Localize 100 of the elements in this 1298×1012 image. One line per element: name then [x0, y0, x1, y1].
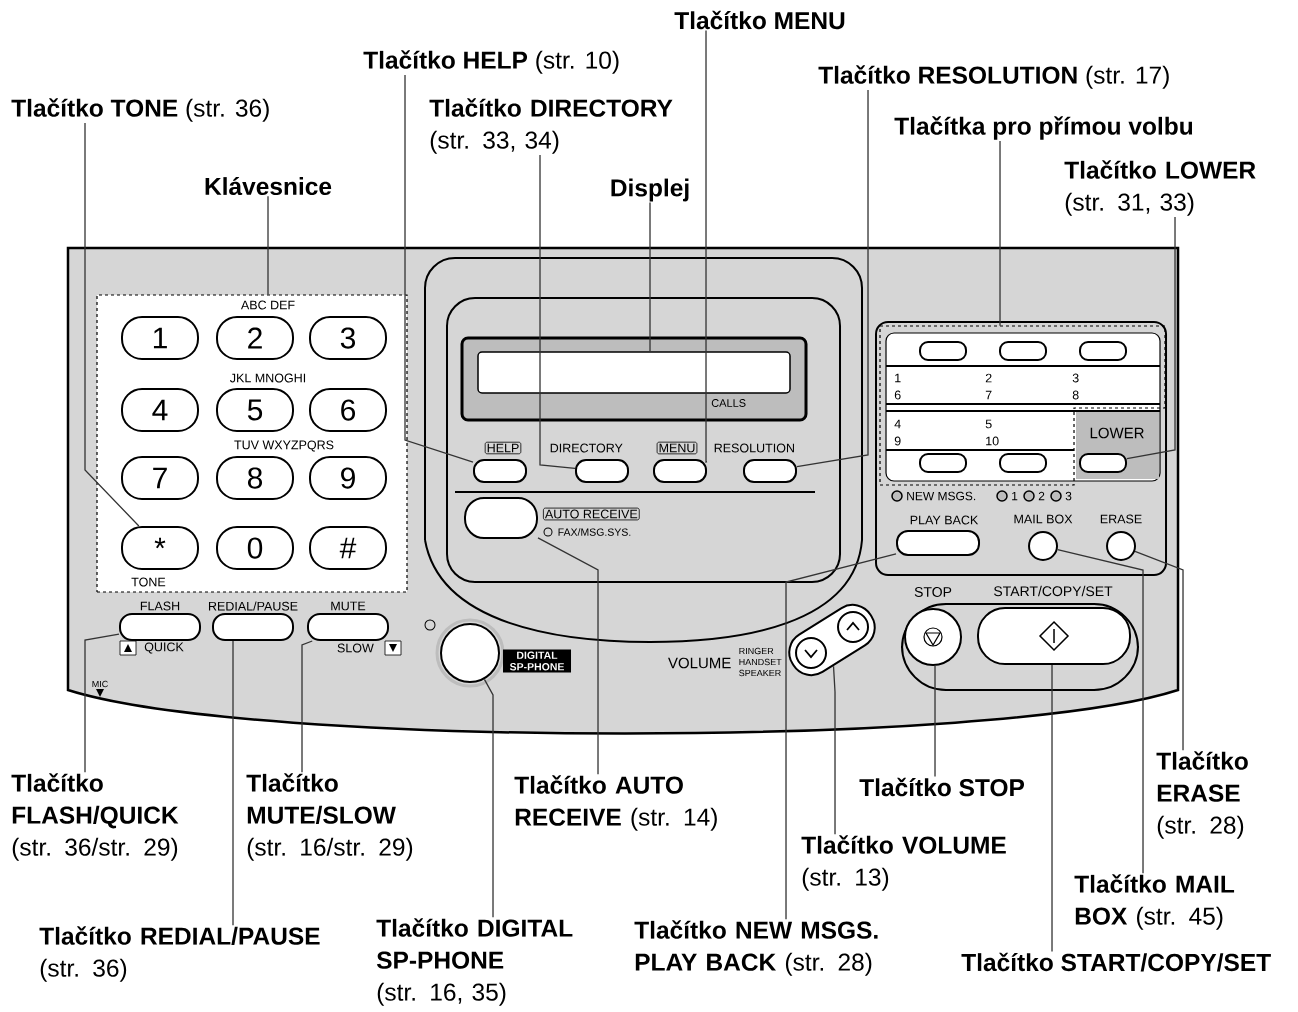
node-label: START/COPY/SET	[994, 585, 1113, 597]
node-label: VOLUME	[668, 657, 731, 669]
leader-line	[796, 89, 869, 468]
lower-button: LOWER	[1079, 427, 1144, 473]
node-label: FAX/MSG.SYS.	[558, 528, 631, 536]
keypad-key: *	[121, 526, 199, 570]
dial-button	[919, 341, 967, 361]
node-label: PLAY BACK	[910, 515, 979, 525]
leader-line	[999, 140, 1001, 327]
mute-button: MUTE	[307, 601, 389, 641]
keypad-key: 9	[309, 456, 387, 500]
one-touch-dial-area	[879, 325, 1166, 486]
node-label: MENU	[659, 443, 695, 453]
keypad-key: 6	[309, 388, 387, 432]
callout-text: Tlačítko REDIAL/PAUSE (str. 36)	[39, 926, 320, 982]
leader-line	[1126, 216, 1176, 460]
leader-line	[301, 640, 313, 773]
callout-text: Tlačítko START/COPY/SET	[961, 952, 1271, 972]
keypad-key: 4	[121, 388, 199, 432]
erase-button: ERASE	[1100, 514, 1142, 561]
auto-receive-button: AUTO RECEIVE FAX/MSG.SYS.	[464, 497, 640, 539]
panel-label: 3	[1065, 491, 1072, 501]
resolution-button: RESOLUTION	[714, 443, 797, 483]
callout-text: Displej	[611, 178, 689, 202]
callout-text: Tlačítko LOWER (str. 31, 33)	[1064, 160, 1256, 216]
directory-button: DIRECTORY	[550, 443, 629, 483]
node-label: REDIAL/PAUSE	[208, 601, 298, 611]
callout-text: Tlačítko DIRECTORY (str. 33, 34)	[429, 98, 673, 154]
callout-text: Tlačítko STOP	[859, 777, 1025, 797]
leader-line	[537, 537, 599, 775]
callout-text: Tlačítko HELP (str. 10)	[363, 50, 619, 74]
leader-line	[649, 201, 651, 352]
leader-line	[232, 640, 234, 926]
panel-label: 8	[1072, 390, 1079, 400]
node-label: ERASE	[1100, 514, 1142, 524]
leader-line	[705, 29, 708, 463]
keypad-key: 1	[121, 316, 199, 360]
leader-line	[84, 633, 120, 773]
node-label: RINGER	[739, 647, 774, 655]
dial-button	[919, 453, 967, 473]
panel-label: 7	[985, 390, 992, 400]
callout-text: Tlačítko TONE (str. 36)	[11, 98, 269, 122]
leader-line	[1056, 548, 1144, 874]
panel-label: 10	[986, 436, 999, 446]
redial-button: REDIAL/PAUSE	[209, 601, 298, 641]
node-label: DIGITAL SP-PHONE	[509, 651, 565, 671]
node-label: AUTO RECEIVE	[544, 509, 638, 519]
callout-text: Tlačítko VOLUME (str. 13)	[801, 835, 1006, 891]
node-label: SPEAKER	[739, 669, 781, 677]
callout-text: Tlačítko MENU	[674, 10, 845, 30]
panel-label: 5	[985, 419, 992, 429]
callout-text: Tlačítko DIGITAL SP-PHONE (str. 16, 35)	[376, 918, 573, 1006]
panel-label: 4	[894, 419, 901, 429]
volume-button: VOLUME RINGER HANDSET SPEAKER	[668, 611, 869, 677]
panel-label: TONE	[131, 577, 166, 587]
keypad-key: 2	[216, 316, 294, 360]
speakerphone-button: DIGITAL SP-PHONE	[435, 618, 571, 688]
leader-line	[1134, 550, 1184, 751]
panel-label: MIC	[92, 680, 108, 688]
keypad-key: 5	[216, 388, 294, 432]
display-window	[477, 351, 791, 394]
node-label: MUTE	[331, 601, 366, 611]
menu-button: MENU	[653, 441, 707, 483]
flash-button: FLASH	[119, 601, 201, 641]
callout-text: Tlačítko AUTO RECEIVE (str. 14)	[514, 775, 717, 831]
node-label: RESOLUTION	[714, 443, 794, 453]
panel-label: 6	[894, 390, 901, 400]
button-caption: SLOW	[337, 643, 374, 653]
panel-label: TUV WXYZPQRS	[234, 440, 334, 452]
button-caption: QUICK	[144, 642, 184, 654]
keypad-key: 3	[309, 316, 387, 360]
keypad-key: #	[309, 526, 387, 570]
callout-text: Klávesnice	[205, 176, 332, 196]
callout-text: Tlačítka pro přímou volbu	[894, 116, 1193, 140]
dial-button	[999, 341, 1047, 361]
panel-label: NEW MSGS.	[907, 491, 976, 501]
callout-text: Tlačítko NEW MSGS. PLAY BACK (str. 28)	[634, 920, 878, 976]
leader-line	[1051, 664, 1053, 953]
panel-label: JKL MNOGHI	[230, 373, 306, 383]
callout-text: Tlačítko MUTE/SLOW (str. 16/str. 29)	[246, 773, 413, 861]
panel-label: 3	[1072, 373, 1079, 383]
leader-line	[785, 553, 897, 920]
node-label: HANDSET	[739, 658, 782, 666]
callout-text: Tlačítko MAIL BOX (str. 45)	[1074, 874, 1235, 930]
leader-line	[539, 154, 576, 470]
leader-line	[934, 665, 936, 778]
node-label: MAIL BOX	[1014, 514, 1073, 524]
callout-text: Tlačítko FLASH/QUICK (str. 36/str. 29)	[11, 773, 179, 861]
panel-label: 9	[894, 436, 901, 446]
node-label: LOWER	[1090, 427, 1144, 439]
panel-label: ABC DEF	[240, 300, 295, 310]
dial-button	[999, 453, 1047, 473]
dial-button	[1079, 341, 1127, 361]
leader-line	[404, 74, 474, 463]
leader-line	[267, 195, 269, 296]
panel-label: 1	[1012, 491, 1018, 501]
start-button: START/COPY/SET	[977, 585, 1131, 665]
leader-line	[483, 678, 494, 918]
play-back-button: PLAY BACK	[896, 515, 980, 556]
callout-text: Tlačítko RESOLUTION (str. 17)	[818, 65, 1169, 89]
